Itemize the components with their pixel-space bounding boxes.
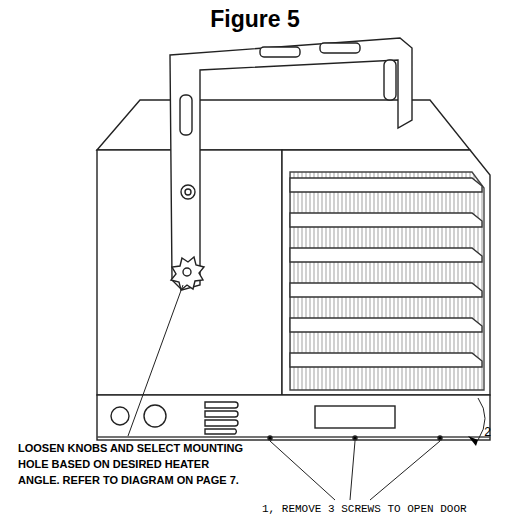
instruction-note: LOOSEN KNOBS AND SELECT MOUNTING HOLE BA… — [18, 440, 248, 488]
louver — [290, 178, 482, 192]
figure-title: Figure 5 — [0, 6, 510, 33]
louver — [290, 248, 482, 262]
door-window — [315, 406, 395, 428]
mounting-bracket — [170, 38, 412, 290]
callout-number: 2 — [484, 426, 504, 440]
instruction-note: 1, REMOVE 3 SCREWS TO OPEN DOOR — [262, 503, 502, 515]
side-face — [97, 150, 282, 395]
front-face — [282, 150, 490, 395]
leader-line — [350, 441, 355, 500]
leader-line — [128, 285, 183, 436]
knob — [181, 185, 195, 199]
louver — [290, 213, 482, 227]
screw — [268, 436, 272, 440]
louvers — [290, 178, 482, 367]
knob — [171, 257, 204, 290]
base-door — [97, 395, 490, 440]
louver — [290, 353, 482, 367]
leader-line — [270, 441, 335, 500]
louver — [290, 283, 482, 297]
vent-slots — [205, 402, 238, 434]
screw — [353, 436, 357, 440]
louver — [290, 318, 482, 332]
grille — [290, 172, 484, 390]
top-face — [97, 100, 470, 150]
knockout — [111, 407, 129, 425]
knockout — [144, 405, 166, 427]
screw — [438, 436, 442, 440]
leader-line — [370, 441, 440, 500]
arrow — [478, 398, 485, 440]
